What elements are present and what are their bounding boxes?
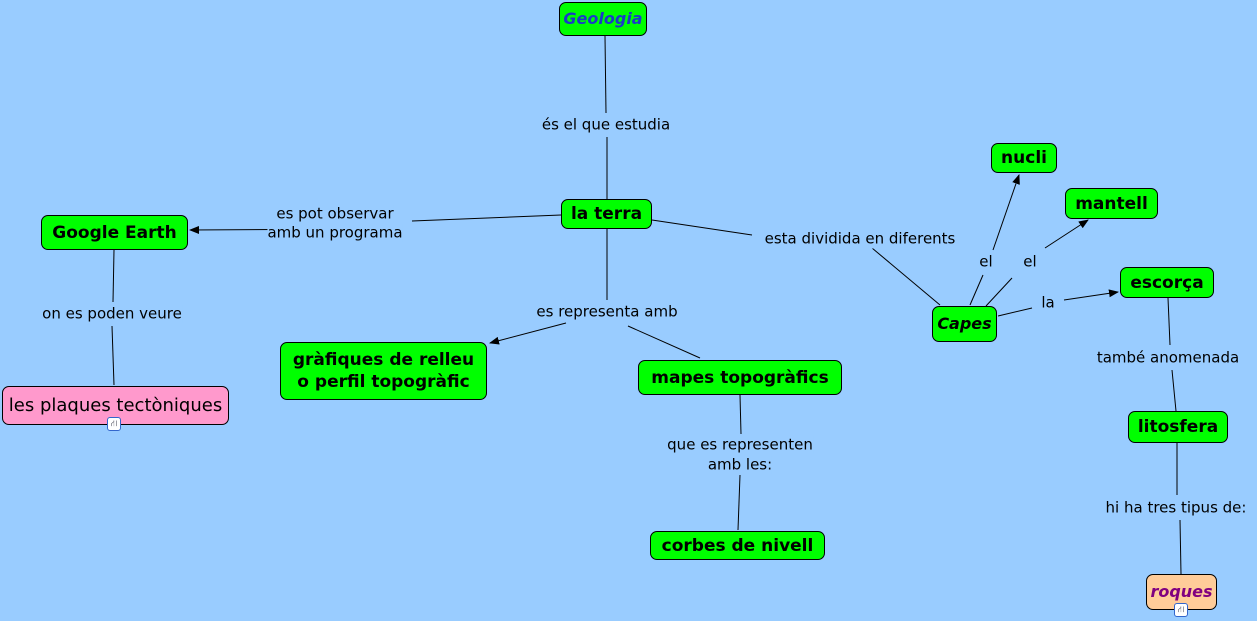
link-label[interactable]: hi ha tres tipus de: — [1105, 498, 1247, 518]
link-label[interactable]: on es poden veure — [42, 304, 182, 324]
link-label[interactable]: amb un programa — [267, 223, 403, 243]
link-label[interactable]: també anomenada — [1096, 348, 1240, 368]
concept-mantell[interactable]: mantell — [1065, 188, 1158, 219]
concept-grafiques[interactable]: gràfiques de relleu o perfil topogràfic — [280, 342, 487, 400]
link-label[interactable]: és el que estudia — [541, 115, 671, 135]
submap-icon[interactable]: ⛙ — [1174, 603, 1188, 617]
link-label[interactable]: es representa amb — [536, 302, 678, 322]
link-label[interactable]: amb les: — [707, 455, 773, 475]
submap-icon[interactable]: ⛙ — [107, 417, 121, 431]
concept-google-earth[interactable]: Google Earth — [41, 215, 188, 250]
link-label[interactable]: la — [1041, 293, 1055, 313]
concept-capes[interactable]: Capes — [932, 306, 997, 342]
concept-la-terra[interactable]: la terra — [561, 199, 652, 229]
concept-mapes-topografics[interactable]: mapes topogràfics — [638, 360, 842, 395]
link-label[interactable]: el — [979, 252, 993, 272]
concept-escorca[interactable]: escorça — [1120, 267, 1214, 298]
link-label[interactable]: es pot observar — [276, 204, 394, 224]
link-label[interactable]: el — [1023, 252, 1037, 272]
concept-geologia[interactable]: Geologia — [559, 2, 647, 36]
link-label[interactable]: esta dividida en diferents — [764, 229, 956, 249]
link-label[interactable]: que es representen — [667, 435, 813, 455]
concept-nucli[interactable]: nucli — [991, 143, 1057, 173]
concept-litosfera[interactable]: litosfera — [1128, 411, 1228, 443]
concept-corbes-de-nivell[interactable]: corbes de nivell — [650, 531, 825, 560]
